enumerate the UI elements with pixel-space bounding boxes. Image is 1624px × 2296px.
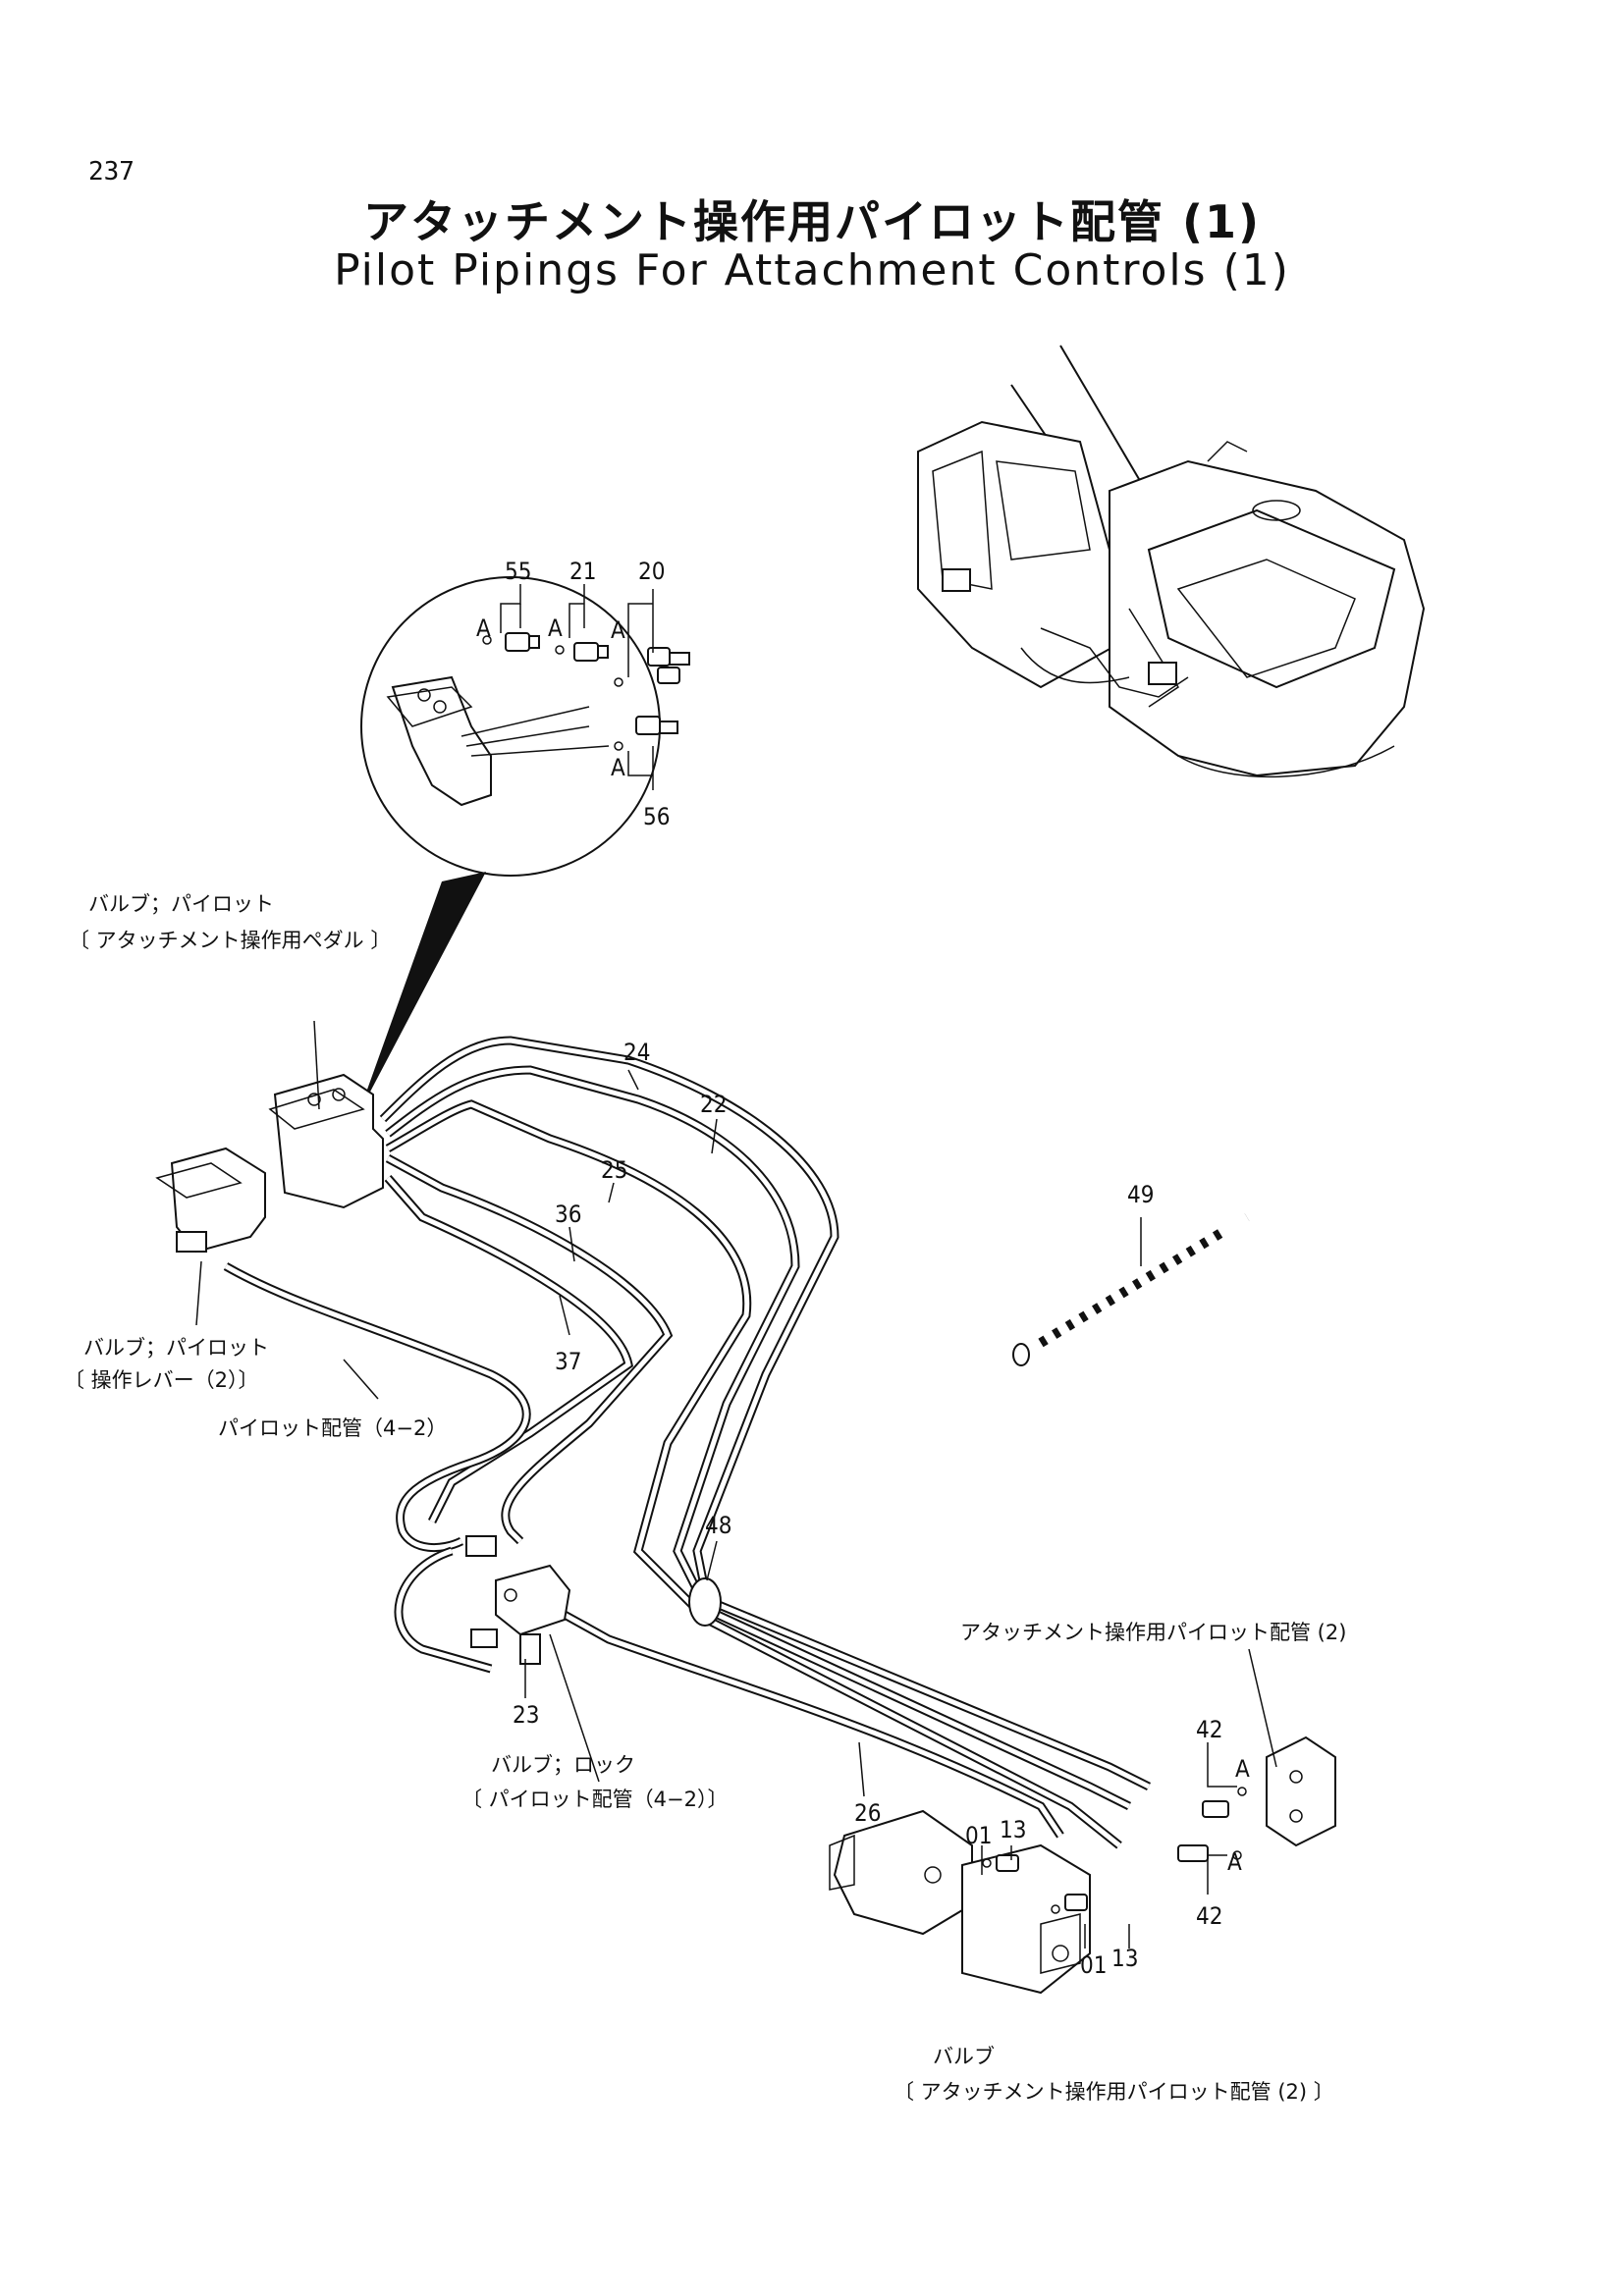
- detail-magnifier: 55 21 20 56 A A A A: [358, 558, 690, 1114]
- page-number: 237: [88, 157, 135, 187]
- page-title-english: Pilot Pipings For Attachment Controls (1…: [334, 245, 1290, 295]
- callout-20: 20: [638, 558, 665, 585]
- detail-a-20: A: [611, 616, 625, 644]
- label-valve-bottom-line1: バルブ: [933, 2045, 995, 2068]
- callout-13-bottom: 13: [1111, 1945, 1138, 1972]
- callout-23: 23: [513, 1701, 539, 1729]
- detail-a-21: A: [548, 614, 563, 642]
- lock-valve: [465, 1535, 571, 1665]
- label-lever-valve-line1: バルブ；パイロット: [83, 1336, 269, 1360]
- callout-22: 22: [700, 1091, 727, 1118]
- tube-49: [1012, 1210, 1252, 1366]
- pedal-pilot-valve: [268, 1020, 384, 1209]
- callout-55: 55: [505, 558, 531, 585]
- label-lock-valve-line2: 〔 パイロット配管（4−2）〕: [461, 1788, 729, 1811]
- valve-block-right: [1266, 1735, 1336, 1847]
- callout-56: 56: [643, 803, 670, 830]
- callout-25: 25: [601, 1156, 627, 1184]
- fitting-20: [647, 647, 690, 684]
- fitting-21: [573, 642, 609, 662]
- lever-pilot-valve: [155, 1147, 266, 1326]
- callout-49: 49: [1127, 1181, 1154, 1208]
- label-lever-valve-line2: 〔 操作レバー（2）〕: [64, 1368, 259, 1392]
- callout-13-top: 13: [1000, 1816, 1026, 1843]
- label-pedal-valve-line2: 〔 アタッチメント操作用ペダル 〕: [69, 929, 391, 952]
- detail-a-55: A: [476, 614, 491, 642]
- callout-01-top: 01: [965, 1822, 992, 1849]
- detail-a-56: A: [611, 754, 625, 781]
- callout-36: 36: [555, 1201, 581, 1228]
- fitting-55: [505, 632, 540, 652]
- fittings-bottom: [982, 1787, 1247, 1914]
- label-attach-piping-2: アタッチメント操作用パイロット配管 (2): [960, 1621, 1346, 1644]
- label-pedal-valve-line1: バルブ；パイロット: [88, 892, 274, 916]
- callout-37: 37: [555, 1348, 581, 1375]
- excavator-overview: [917, 345, 1426, 778]
- detail-a-42-bottom: A: [1227, 1848, 1242, 1876]
- pipe-bundle: [223, 1036, 1152, 1849]
- callout-48: 48: [705, 1512, 731, 1539]
- callout-42-bottom: 42: [1196, 1902, 1222, 1930]
- callout-24: 24: [623, 1039, 650, 1066]
- label-lock-valve-line1: バルブ；ロック: [491, 1753, 635, 1777]
- callout-42-top: 42: [1196, 1716, 1222, 1743]
- page-title-japanese: アタッチメント操作用パイロット配管 (1): [362, 195, 1262, 248]
- label-valve-bottom-line2: 〔 アタッチメント操作用パイロット配管 (2) 〕: [893, 2080, 1334, 2104]
- callout-21: 21: [569, 558, 596, 585]
- callout-01-bottom: 01: [1080, 1951, 1107, 1979]
- pipe-clamp-48: [688, 1577, 722, 1627]
- label-pilot-piping-4-2: パイロット配管（4−2）: [218, 1416, 447, 1440]
- control-valve-bottom: [829, 1809, 1091, 1995]
- leader-lines: [343, 1069, 1277, 1949]
- detail-a-42-top: A: [1235, 1755, 1250, 1783]
- fitting-56: [635, 716, 678, 735]
- callout-26: 26: [854, 1799, 881, 1827]
